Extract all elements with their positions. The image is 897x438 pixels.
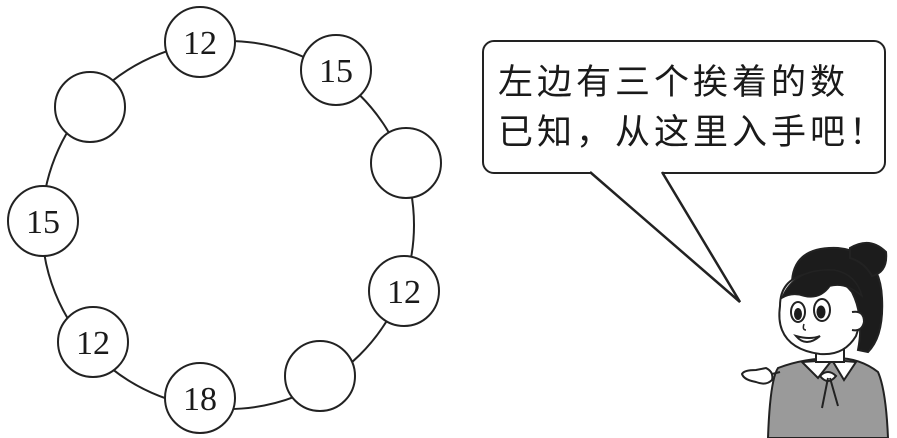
speech-bubble: 左边有三个挨着的数 已知，从这里入手吧！ — [482, 40, 886, 174]
puzzle-node-value: 12 — [183, 25, 217, 62]
puzzle-node-top[interactable]: 12 — [164, 6, 236, 78]
puzzle-node-value: 12 — [76, 325, 110, 362]
puzzle-node-value: 18 — [183, 381, 217, 418]
puzzle-node-value: 12 — [387, 274, 421, 311]
puzzle-node-top-right[interactable]: 15 — [300, 34, 372, 106]
puzzle-node-left[interactable]: 15 — [7, 185, 79, 257]
puzzle-node-right-upper[interactable] — [370, 127, 442, 199]
number-circle-puzzle: 12 15 12 18 12 15 — [7, 6, 442, 434]
speech-line-2: 已知，从这里入手吧！ — [498, 113, 889, 153]
puzzle-node-right-lower[interactable]: 12 — [368, 255, 440, 327]
puzzle-node-bottom-left[interactable]: 12 — [57, 306, 129, 378]
puzzle-node-value: 15 — [319, 53, 353, 90]
girl-pointing-icon — [740, 241, 890, 438]
puzzle-node-bottom[interactable]: 18 — [164, 362, 236, 434]
puzzle-node-bottom-right[interactable] — [284, 340, 356, 412]
puzzle-node-top-left[interactable] — [54, 71, 126, 143]
puzzle-node-value: 15 — [26, 204, 60, 241]
speech-line-1: 左边有三个挨着的数 — [498, 63, 850, 103]
